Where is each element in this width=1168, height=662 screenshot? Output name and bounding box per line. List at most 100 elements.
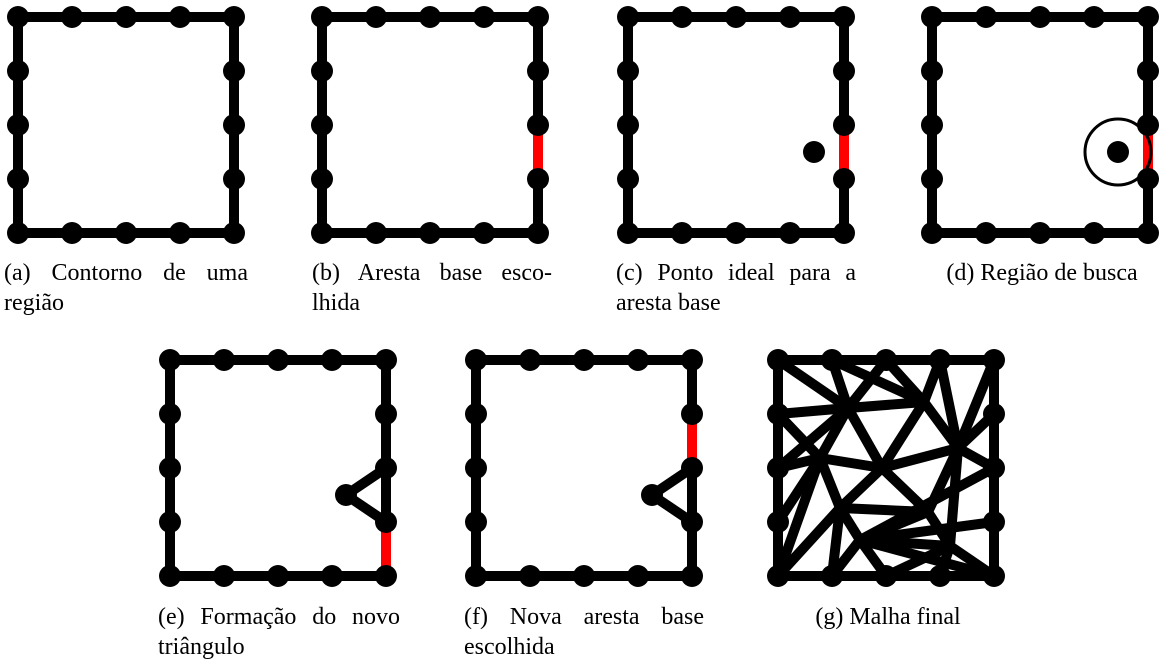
boundary-node xyxy=(169,6,191,28)
boundary-node xyxy=(921,114,943,136)
boundary-node xyxy=(983,349,1005,371)
mesh-edge xyxy=(855,535,955,551)
boundary-node xyxy=(375,565,397,587)
boundary-node xyxy=(465,457,487,479)
boundary-node xyxy=(833,60,855,82)
boundary-node xyxy=(115,222,137,244)
mesh-edge xyxy=(773,403,853,473)
mesh-edge xyxy=(815,453,887,473)
boundary-node xyxy=(223,168,245,190)
boundary-node xyxy=(681,349,703,371)
boundary-node xyxy=(7,114,29,136)
boundary-node xyxy=(983,511,1005,533)
boundary-node xyxy=(725,222,747,244)
mesh-edge xyxy=(827,503,845,581)
boundary-node xyxy=(767,511,789,533)
panel-a xyxy=(7,6,245,244)
mesh-edge xyxy=(773,403,853,419)
boundary-node xyxy=(311,6,333,28)
boundary-node xyxy=(929,565,951,587)
boundary-node xyxy=(929,349,951,371)
boundary-node xyxy=(975,6,997,28)
mesh-edge xyxy=(953,355,999,453)
boundary-node xyxy=(419,6,441,28)
boundary-node xyxy=(115,6,137,28)
mesh-edge xyxy=(773,355,853,413)
boundary-node xyxy=(627,565,649,587)
boundary-node xyxy=(375,403,397,425)
boundary-node xyxy=(627,349,649,371)
boundary-node xyxy=(779,222,801,244)
boundary-node xyxy=(61,6,83,28)
boundary-node xyxy=(267,565,289,587)
boundary-node xyxy=(1083,222,1105,244)
boundary-node xyxy=(7,6,29,28)
boundary-node xyxy=(1029,222,1051,244)
panel-c xyxy=(617,6,855,244)
boundary-node xyxy=(159,511,181,533)
boundary-node xyxy=(921,60,943,82)
boundary-node xyxy=(365,222,387,244)
boundary-node xyxy=(983,565,1005,587)
boundary-node xyxy=(527,6,549,28)
boundary-node xyxy=(1137,168,1159,190)
boundary-node xyxy=(573,565,595,587)
boundary-node xyxy=(767,349,789,371)
boundary-node xyxy=(617,168,639,190)
mesh-edge xyxy=(877,397,929,473)
boundary-node xyxy=(833,6,855,28)
boundary-node xyxy=(213,349,235,371)
boundary-node xyxy=(681,403,703,425)
boundary-node xyxy=(311,222,333,244)
caption-d: (d) Região de busca xyxy=(946,260,1138,286)
boundary-node xyxy=(921,168,943,190)
boundary-node xyxy=(1137,60,1159,82)
caption-b: (b) Aresta base esco-lhida xyxy=(312,260,552,316)
boundary-node xyxy=(983,457,1005,479)
boundary-node xyxy=(465,403,487,425)
mesh-edge xyxy=(773,503,845,581)
mesh-edge xyxy=(835,463,887,513)
mesh-edge xyxy=(919,397,963,453)
boundary-node xyxy=(833,222,855,244)
boundary-node xyxy=(833,168,855,190)
mesh-edge xyxy=(843,403,887,473)
mesh-edge xyxy=(935,355,963,453)
boundary-node xyxy=(1083,6,1105,28)
boundary-node xyxy=(767,403,789,425)
boundary-node xyxy=(1137,6,1159,28)
boundary-node xyxy=(311,114,333,136)
boundary-node xyxy=(473,222,495,244)
caption-a: (a) Contorno de uma região xyxy=(4,260,248,316)
boundary-node xyxy=(1029,6,1051,28)
boundary-node xyxy=(875,565,897,587)
boundary-node xyxy=(617,6,639,28)
boundary-node xyxy=(617,222,639,244)
boundary-node xyxy=(527,60,549,82)
boundary-node xyxy=(213,565,235,587)
boundary-node xyxy=(681,511,703,533)
panel-f xyxy=(465,349,703,587)
boundary-node xyxy=(725,6,747,28)
boundary-node xyxy=(681,565,703,587)
panel-d xyxy=(921,6,1159,244)
panel-e xyxy=(159,349,397,587)
mesh-edge xyxy=(815,453,845,513)
boundary-node xyxy=(223,114,245,136)
panel-g xyxy=(767,349,1005,587)
boundary-node xyxy=(159,457,181,479)
boundary-node xyxy=(767,457,789,479)
boundary-node xyxy=(875,349,897,371)
boundary-node xyxy=(833,114,855,136)
new-triangle-node xyxy=(641,484,663,506)
boundary-node xyxy=(671,6,693,28)
search-region-circle xyxy=(1083,117,1153,187)
boundary-node xyxy=(779,6,801,28)
caption-e: (e) Formação do novo triângulo xyxy=(158,604,400,660)
boundary-node xyxy=(519,565,541,587)
boundary-node xyxy=(7,60,29,82)
ideal-point xyxy=(803,141,825,163)
boundary-node xyxy=(617,60,639,82)
boundary-node xyxy=(527,168,549,190)
boundary-node xyxy=(223,222,245,244)
